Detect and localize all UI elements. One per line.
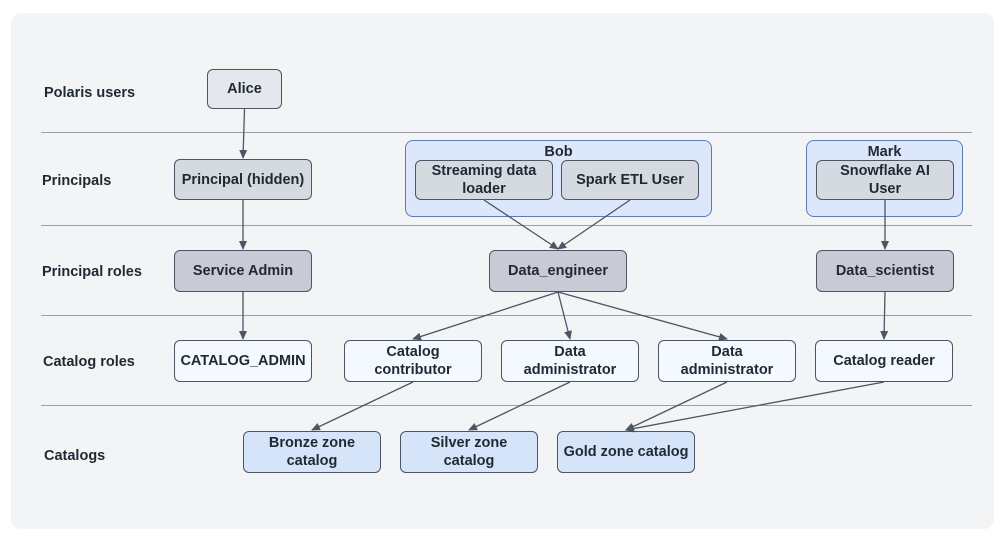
- node-bronze-zone-catalog[interactable]: Bronze zone catalog: [243, 431, 381, 473]
- group-bob-label: Bob: [544, 144, 573, 160]
- row-divider: [41, 225, 972, 226]
- node-gold-zone-catalog[interactable]: Gold zone catalog: [557, 431, 695, 473]
- node-streaming-data-loader[interactable]: Streaming data loader: [415, 160, 553, 200]
- node-spark-etl-user[interactable]: Spark ETL User: [561, 160, 699, 200]
- node-catalog-admin[interactable]: CATALOG_ADMIN: [174, 340, 312, 382]
- row-divider: [41, 405, 972, 406]
- node-service-admin[interactable]: Service Admin: [174, 250, 312, 292]
- group-mark-label: Mark: [867, 144, 902, 160]
- row-label-catalog-roles: Catalog roles: [43, 354, 135, 370]
- row-label-catalogs: Catalogs: [44, 448, 106, 464]
- node-data-engineer[interactable]: Data_engineer: [489, 250, 627, 292]
- node-data-administrator-1[interactable]: Data administrator: [501, 340, 639, 382]
- row-label-polaris-users: Polaris users: [44, 85, 136, 101]
- node-alice[interactable]: Alice: [207, 69, 282, 109]
- node-catalog-contributor[interactable]: Catalog contributor: [344, 340, 482, 382]
- node-silver-zone-catalog[interactable]: Silver zone catalog: [400, 431, 538, 473]
- node-catalog-reader[interactable]: Catalog reader: [815, 340, 953, 382]
- node-snowflake-ai-user[interactable]: Snowflake AI User: [816, 160, 954, 200]
- row-label-principal-roles: Principal roles: [42, 264, 142, 280]
- node-data-administrator-2[interactable]: Data administrator: [658, 340, 796, 382]
- node-data-scientist[interactable]: Data_scientist: [816, 250, 954, 292]
- row-divider: [41, 132, 972, 133]
- row-divider: [41, 315, 972, 316]
- row-label-principals: Principals: [42, 173, 112, 189]
- node-principal-hidden[interactable]: Principal (hidden): [174, 159, 312, 200]
